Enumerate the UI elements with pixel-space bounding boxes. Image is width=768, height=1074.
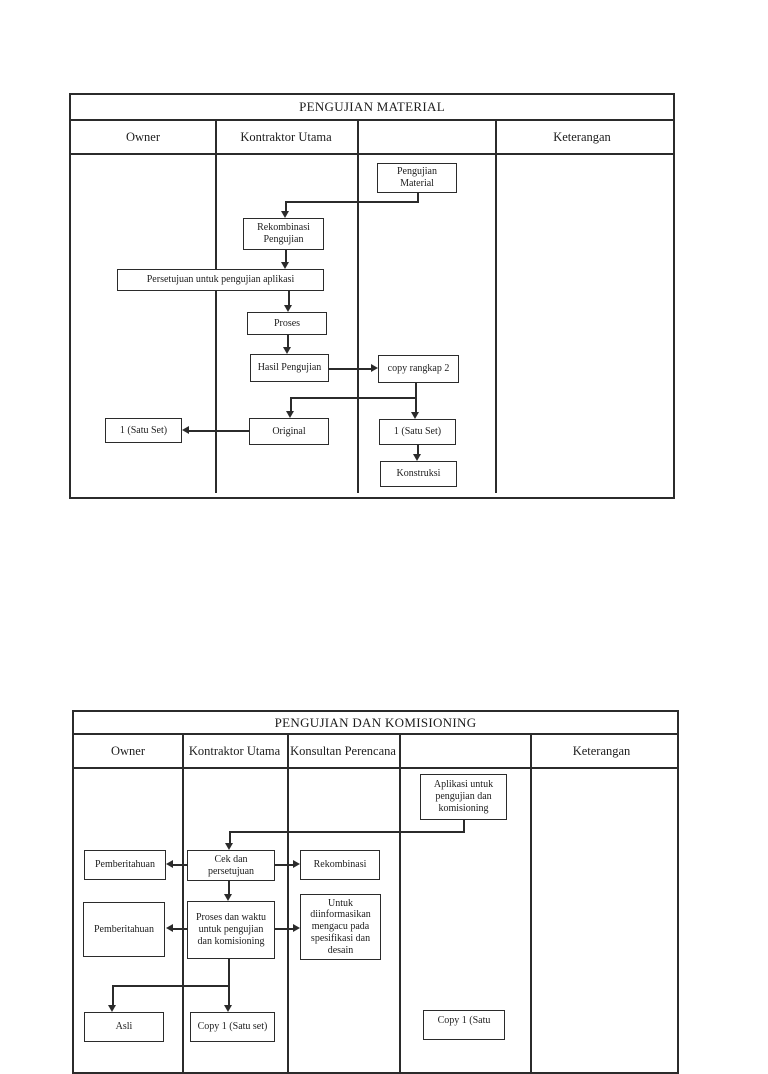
header-separator xyxy=(71,153,673,155)
connector-line xyxy=(463,820,465,831)
column-header-owner: Owner xyxy=(110,743,145,758)
flow-node-proses-dan-waktu: Proses dan waktu untuk pengujian dan kom… xyxy=(187,901,275,959)
connector-line xyxy=(173,864,187,866)
flow-node-copy-1-satu: Copy 1 (Satu xyxy=(423,1010,505,1040)
connector-line xyxy=(415,397,417,412)
diagram-title: PENGUJIAN DAN KOMISIONING xyxy=(74,712,677,735)
diagram-title: PENGUJIAN MATERIAL xyxy=(71,95,673,121)
flow-node-pemberitahuan-1: Pemberitahuan xyxy=(84,850,166,880)
flow-node-untuk-diinformasikan: Untuk diinformasikan mengacu pada spesif… xyxy=(300,894,381,960)
header-separator xyxy=(74,767,677,769)
flow-node-rekombinasi: Rekombinasi xyxy=(300,850,380,880)
column-header-keterangan: Keterangan xyxy=(553,129,611,144)
arrowhead-down-icon xyxy=(224,894,232,901)
column-header-keterangan: Keterangan xyxy=(572,743,631,758)
arrowhead-left-icon xyxy=(166,924,173,932)
connector-line xyxy=(112,985,114,1005)
connector-line xyxy=(173,928,187,930)
arrowhead-down-icon xyxy=(281,211,289,218)
flow-node-hasil-pengujian: Hasil Pengujian xyxy=(250,354,329,382)
arrowhead-down-icon xyxy=(224,1005,232,1012)
flow-node-konstruksi: Konstruksi xyxy=(380,461,457,487)
connector-line xyxy=(275,864,293,866)
lane-divider xyxy=(530,735,532,1072)
connector-line xyxy=(417,193,419,202)
arrowhead-down-icon xyxy=(284,305,292,312)
arrowhead-down-icon xyxy=(411,412,419,419)
flowchart-pengujian-material: PENGUJIAN MATERIAL Owner Kontraktor Utam… xyxy=(69,93,675,499)
connector-line xyxy=(288,291,290,306)
lane-divider xyxy=(357,121,359,493)
flow-node-copy-1-satu-set: Copy 1 (Satu set) xyxy=(190,1012,275,1042)
connector-line xyxy=(417,445,419,455)
lane-divider xyxy=(182,735,184,1072)
connector-line xyxy=(189,430,249,432)
connector-line xyxy=(228,986,230,1005)
connector-line xyxy=(329,368,371,370)
arrowhead-down-icon xyxy=(281,262,289,269)
flow-node-rekombinasi-pengujian: Rekombinasi Pengujian xyxy=(243,218,324,250)
connector-line xyxy=(112,985,230,987)
connector-line xyxy=(287,335,289,348)
connector-line xyxy=(415,383,417,398)
connector-line xyxy=(228,959,230,986)
column-header-blank xyxy=(357,121,495,153)
flow-node-pengujian-material: Pengujian Material xyxy=(377,163,457,193)
arrowhead-down-icon xyxy=(283,347,291,354)
flow-node-asli: Asli xyxy=(84,1012,164,1042)
arrowhead-left-icon xyxy=(182,426,189,434)
arrowhead-right-icon xyxy=(371,364,378,372)
connector-line xyxy=(285,250,287,263)
flow-node-aplikasi: Aplikasi untuk pengujian dan komisioning xyxy=(420,774,507,820)
connector-line xyxy=(285,201,287,212)
connector-line xyxy=(229,831,465,833)
flow-node-persetujuan: Persetujuan untuk pengujian aplikasi xyxy=(117,269,324,291)
flow-node-satu-set-copy: 1 (Satu Set) xyxy=(379,419,456,445)
arrowhead-down-icon xyxy=(413,454,421,461)
connector-line xyxy=(290,397,417,399)
lane-divider xyxy=(495,121,497,493)
lane-divider xyxy=(215,121,217,493)
connector-line xyxy=(228,881,230,894)
flowchart-pengujian-dan-komisioning: PENGUJIAN DAN KOMISIONING Owner Kontrakt… xyxy=(72,710,679,1074)
connector-line xyxy=(275,928,293,930)
arrowhead-right-icon xyxy=(293,860,300,868)
column-header-kontraktor-utama: Kontraktor Utama xyxy=(188,743,281,758)
column-header-blank xyxy=(399,735,530,767)
connector-line xyxy=(285,201,419,203)
arrowhead-right-icon xyxy=(293,924,300,932)
connector-line xyxy=(229,831,231,843)
flow-node-original: Original xyxy=(249,418,329,445)
column-header-owner: Owner xyxy=(125,129,160,144)
flow-node-pemberitahuan-2: Pemberitahuan xyxy=(83,902,165,957)
document-page: { "colors": { "line": "#2b2b2b", "text":… xyxy=(69,93,679,1074)
lane-divider xyxy=(287,735,289,1072)
flow-node-cek-dan-persetujuan: Cek dan persetujuan xyxy=(187,850,275,881)
arrowhead-down-icon xyxy=(108,1005,116,1012)
arrowhead-left-icon xyxy=(166,860,173,868)
arrowhead-down-icon xyxy=(286,411,294,418)
flow-node-proses: Proses xyxy=(247,312,327,335)
arrowhead-down-icon xyxy=(225,843,233,850)
flow-node-copy-rangkap-2: copy rangkap 2 xyxy=(378,355,459,383)
column-header-kontraktor-utama: Kontraktor Utama xyxy=(240,129,332,144)
flow-node-satu-set-owner: 1 (Satu Set) xyxy=(105,418,182,443)
connector-line xyxy=(290,397,292,411)
lane-divider xyxy=(399,735,401,1072)
column-header-konsultan-perencana: Konsultan Perencana xyxy=(290,743,396,758)
